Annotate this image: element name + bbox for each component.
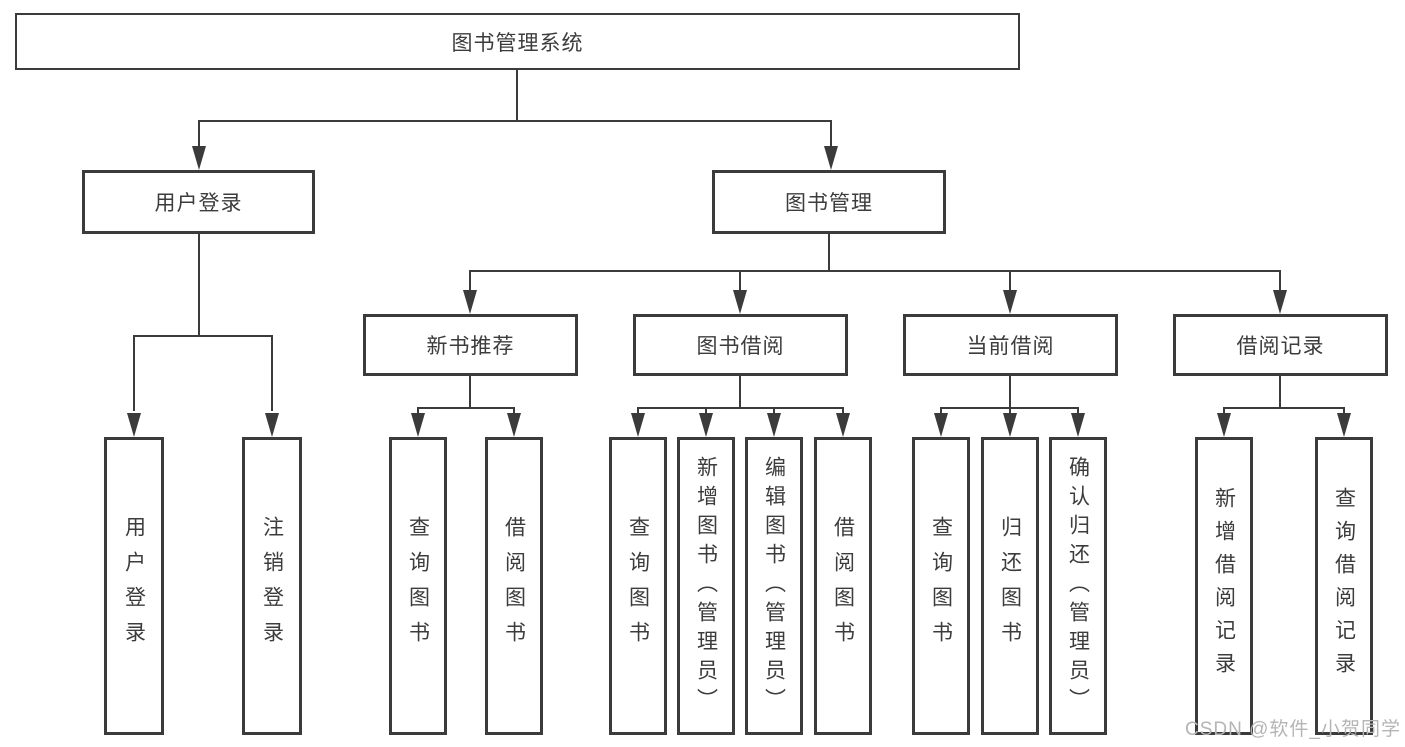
arrow-to-br2 [1337, 413, 1351, 437]
arrow-to-currentborrow [1003, 290, 1017, 314]
leaf-confirm-return-admin-label: 确认归还（管理员） [1066, 455, 1090, 717]
connector-drop-user-login [198, 120, 200, 150]
csdn-watermark: CSDN @软件_小贺同学 [1185, 719, 1401, 740]
leaf-query-borrow-record-label: 查询借阅记录 [1332, 487, 1356, 685]
node-current-borrow: 当前借阅 [903, 314, 1118, 376]
node-new-book-rec: 新书推荐 [363, 314, 578, 376]
arrow-to-cb2 [1003, 413, 1017, 437]
leaf-add-books-admin: 新增图书（管理员） [677, 437, 735, 735]
connector-borrowrecords-bar [1223, 407, 1345, 409]
arrow-to-cb1 [934, 413, 948, 437]
leaf-query-borrow-record: 查询借阅记录 [1315, 437, 1373, 735]
connector-drop-borrowrecords [1279, 270, 1281, 292]
leaf-borrow-books-borrow: 借阅图书 [814, 437, 872, 735]
arrow-to-bb1 [631, 413, 645, 437]
leaf-query-books-newbook: 查询图书 [389, 437, 447, 735]
connector-drop-book-mgmt [830, 120, 832, 150]
connector-newbook-bar [417, 407, 515, 409]
connector-borrowrecords-stem [1279, 376, 1281, 409]
leaf-add-borrow-record-label: 新增借阅记录 [1212, 487, 1236, 685]
leaf-edit-books-admin: 编辑图书（管理员） [745, 437, 803, 735]
leaf-logout-label: 注销登录 [260, 516, 284, 656]
leaf-query-books-borrow-label: 查询图书 [626, 516, 650, 656]
arrow-to-cb3 [1071, 413, 1085, 437]
node-book-mgmt-branch-label: 图书管理 [785, 192, 873, 215]
arrow-to-bb4 [836, 413, 850, 437]
connector-userlogin-bar [133, 335, 273, 337]
leaf-add-borrow-record: 新增借阅记录 [1195, 437, 1253, 735]
node-book-borrow-label: 图书借阅 [696, 335, 785, 358]
connector-drop-cb1 [940, 407, 942, 417]
connector-drop-bookborrow [739, 270, 741, 292]
connector-drop-bb2 [705, 407, 707, 417]
connector-drop-nb2 [513, 407, 515, 417]
arrow-to-leaf-login [127, 413, 141, 437]
connector-bookmgmt-stem [828, 234, 830, 271]
connector-currentborrow-stem [1009, 376, 1011, 409]
node-new-book-rec-label: 新书推荐 [426, 335, 515, 358]
arrow-to-bb3 [767, 413, 781, 437]
leaf-user-login: 用户登录 [104, 437, 164, 735]
node-user-login-branch: 用户登录 [82, 170, 315, 234]
connector-drop-bb3 [773, 407, 775, 417]
arrow-to-nb2 [507, 413, 521, 437]
leaf-return-books: 归还图书 [981, 437, 1039, 735]
leaf-add-books-admin-label: 新增图书（管理员） [694, 455, 718, 717]
leaf-query-books-current: 查询图书 [912, 437, 970, 735]
connector-drop-cb2 [1009, 407, 1011, 417]
connector-bookmgmt-bar [469, 270, 1281, 272]
leaf-borrow-books-newbook-label: 借阅图书 [502, 516, 526, 656]
connector-bookborrow-bar [637, 407, 844, 409]
arrow-to-borrowrecords [1273, 290, 1287, 314]
connector-newbook-stem [469, 376, 471, 409]
node-current-borrow-label: 当前借阅 [966, 335, 1055, 358]
connector-drop-bb4 [842, 407, 844, 417]
leaf-return-books-label: 归还图书 [998, 516, 1022, 656]
node-book-borrow: 图书借阅 [633, 314, 848, 376]
connector-drop-newbook [469, 270, 471, 292]
leaf-query-books-current-label: 查询图书 [929, 516, 953, 656]
leaf-borrow-books-newbook: 借阅图书 [485, 437, 543, 735]
arrow-to-nb1 [411, 413, 425, 437]
node-user-login-branch-label: 用户登录 [154, 192, 243, 215]
connector-drop-br1 [1223, 407, 1225, 417]
node-root-label: 图书管理系统 [451, 31, 584, 55]
connector-drop-br2 [1343, 407, 1345, 417]
connector-drop-leaf-logout [271, 335, 273, 411]
arrow-to-user-login [192, 146, 206, 170]
arrow-to-br1 [1217, 413, 1231, 437]
leaf-query-books-newbook-label: 查询图书 [406, 516, 430, 656]
connector-drop-leaf-login [133, 335, 135, 411]
connector-bookborrow-stem [739, 376, 741, 409]
connector-root-stem [516, 70, 518, 120]
arrow-to-bb2 [699, 413, 713, 437]
connector-userlogin-stem [198, 234, 200, 336]
leaf-borrow-books-borrow-label: 借阅图书 [831, 516, 855, 656]
connector-drop-bb1 [637, 407, 639, 417]
leaf-user-login-label: 用户登录 [122, 516, 146, 656]
node-root: 图书管理系统 [15, 13, 1020, 70]
arrow-to-newbook [463, 290, 477, 314]
arrow-to-bookborrow [733, 290, 747, 314]
node-borrow-records-label: 借阅记录 [1236, 335, 1325, 358]
node-borrow-records: 借阅记录 [1173, 314, 1388, 376]
node-book-mgmt-branch: 图书管理 [712, 170, 946, 234]
arrow-to-leaf-logout [265, 413, 279, 437]
connector-drop-cb3 [1077, 407, 1079, 417]
connector-root-bar [198, 120, 832, 122]
connector-drop-currentborrow [1009, 270, 1011, 292]
connector-drop-nb1 [417, 407, 419, 417]
leaf-query-books-borrow: 查询图书 [609, 437, 667, 735]
leaf-edit-books-admin-label: 编辑图书（管理员） [762, 455, 786, 717]
leaf-confirm-return-admin: 确认归还（管理员） [1049, 437, 1107, 735]
leaf-logout: 注销登录 [242, 437, 302, 735]
arrow-to-book-mgmt [824, 146, 838, 170]
